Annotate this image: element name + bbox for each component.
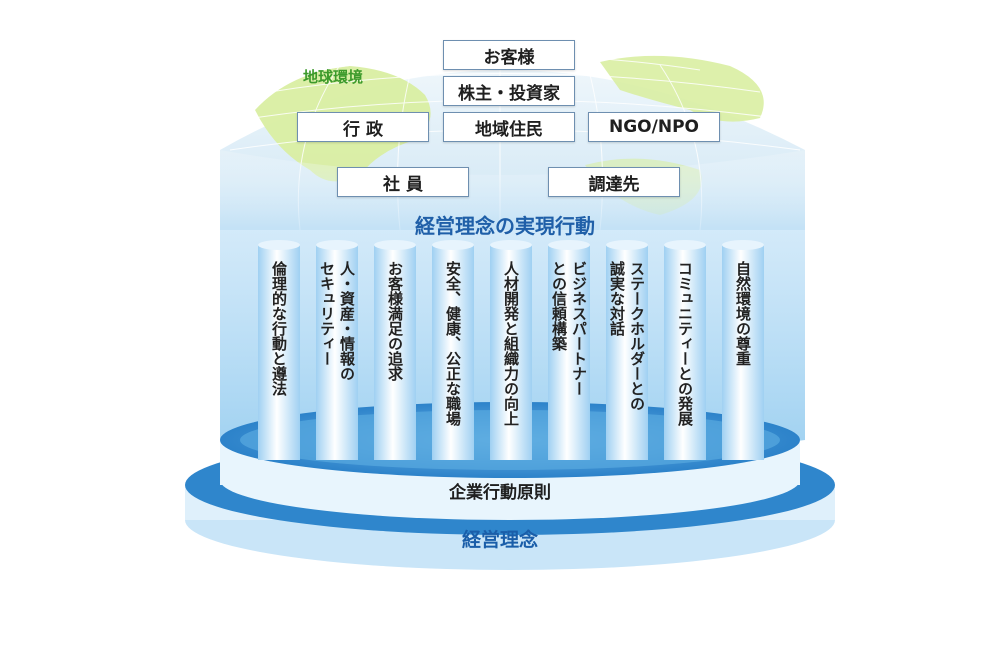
pillar-shape [374, 245, 416, 460]
stakeholder-employees: 社 員 [337, 167, 469, 197]
pillar-shape [490, 245, 532, 460]
stakeholder-customers: お客様 [443, 40, 575, 70]
pillar: ステークホルダーとの 誠実な対話 [606, 245, 648, 455]
stakeholder-suppliers: 調達先 [548, 167, 680, 197]
pillar-shape [258, 245, 300, 460]
pillar: お客様満足の追求 [374, 245, 416, 455]
philosophy-label: 経営理念 [461, 529, 538, 551]
pillar-label: コミュニティーとの発展 [676, 261, 694, 426]
globe-label: 地球環境 [303, 68, 364, 86]
pillar-shape [664, 245, 706, 460]
pillar-top [258, 240, 300, 250]
pillar: 倫理的な行動と遵法 [258, 245, 300, 455]
pillar: 安全、健康、公正な職場 [432, 245, 474, 455]
pillar-shape [548, 245, 590, 460]
pillar: 人・資産・情報の セキュリティー [316, 245, 358, 455]
pillar: 人材開発と組織力の向上 [490, 245, 532, 455]
pillar-label: 人・資産・情報の セキュリティー [318, 261, 356, 381]
pillar-label: 人材開発と組織力の向上 [502, 261, 520, 426]
pillar-top [374, 240, 416, 250]
pillar-top [316, 240, 358, 250]
vision-label: 経営理念の実現行動 [415, 214, 595, 238]
pillar: 自然環境の尊重 [722, 245, 764, 455]
pillar-top [722, 240, 764, 250]
stakeholder-ngo: NGO/NPO [588, 112, 720, 142]
principles-label: 企業行動原則 [449, 483, 551, 503]
pillar-label: お客様満足の追求 [386, 261, 404, 381]
pillar-label: 倫理的な行動と遵法 [270, 261, 288, 396]
stakeholder-government: 行 政 [297, 112, 429, 142]
pillar-shape [316, 245, 358, 460]
pillar-label: ビジネスパートナー との信頼構築 [550, 261, 588, 396]
stakeholder-community: 地域住民 [443, 112, 575, 142]
pillar-label: 安全、健康、公正な職場 [444, 261, 462, 426]
pillar-shapes [258, 240, 764, 460]
pillar-label: ステークホルダーとの 誠実な対話 [608, 261, 646, 411]
pillar: ビジネスパートナー との信頼構築 [548, 245, 590, 455]
stakeholder-shareholders: 株主・投資家 [443, 76, 575, 106]
pillar-shape [722, 245, 764, 460]
pillar: コミュニティーとの発展 [664, 245, 706, 455]
pillar-top [432, 240, 474, 250]
pillar-top [490, 240, 532, 250]
pillar-shape [432, 245, 474, 460]
pillar-top [606, 240, 648, 250]
pillar-top [548, 240, 590, 250]
pillar-label: 自然環境の尊重 [734, 261, 752, 366]
pillar-top [664, 240, 706, 250]
pillar-shape [606, 245, 648, 460]
